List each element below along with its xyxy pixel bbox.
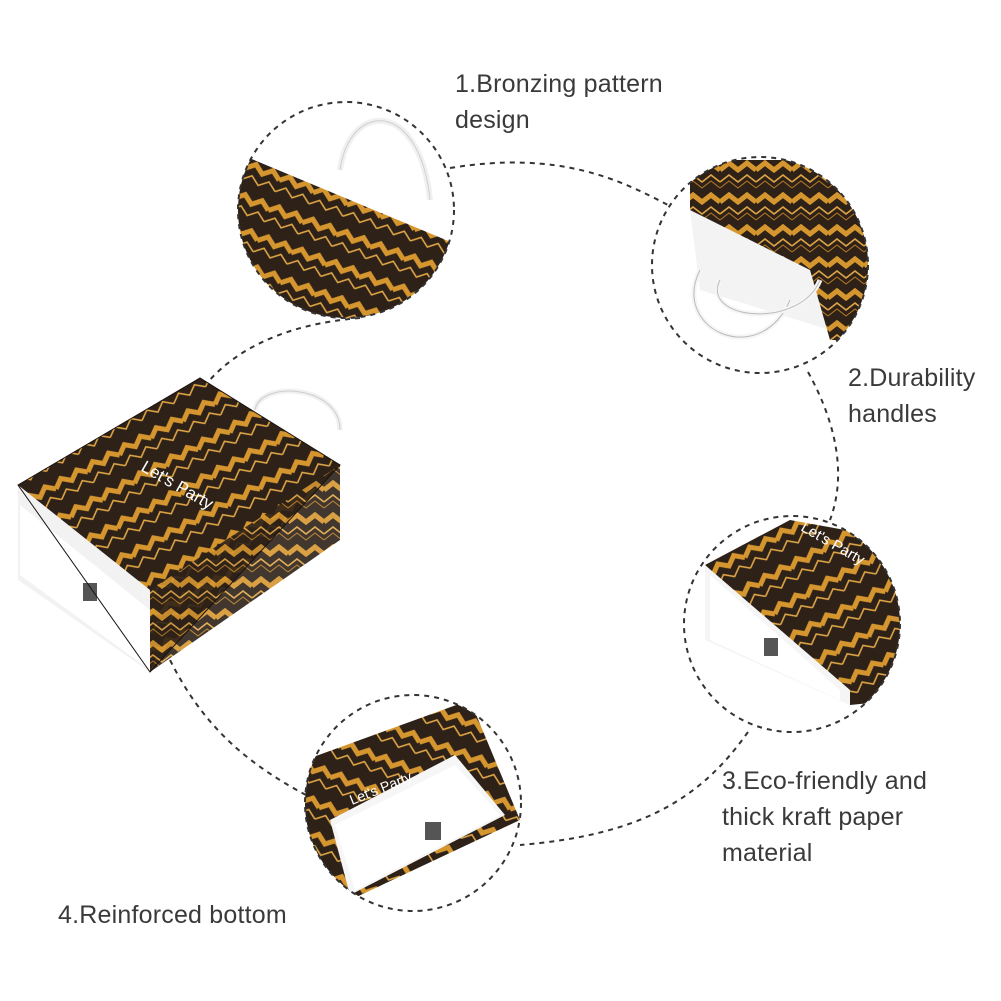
feature-4-line-1: 4.Reinforced bottom <box>58 901 287 929</box>
detail-circle-2 <box>651 156 869 374</box>
feature-3-line-3: material <box>722 839 813 867</box>
feature-label-reinforced: 4.Reinforced bottom <box>58 897 287 933</box>
detail-kraft-paper: Let's Party <box>684 516 900 732</box>
feature-2-line-1: 2.Durability <box>848 364 976 392</box>
detail-reinforced-bottom: Let's Party <box>305 695 521 911</box>
feature-label-durability: 2.Durability handles <box>848 360 975 432</box>
feature-label-bronzing: 1.Bronzing pattern design <box>455 66 663 138</box>
feature-3-line-2: thick kraft paper <box>722 803 904 831</box>
detail-durability-handles <box>652 157 868 373</box>
connector-dashed-arc <box>169 161 840 846</box>
feature-label-eco-friendly: 3.Eco-friendly and thick kraft paper mat… <box>722 763 927 871</box>
feature-1-line-1: 1.Bronzing pattern <box>455 70 663 98</box>
feature-1-line-2: design <box>455 106 530 134</box>
main-bag: Let's Party <box>17 377 343 673</box>
detail-bronzing-pattern <box>238 102 454 318</box>
detail-circle-1 <box>237 101 455 319</box>
detail-circle-3 <box>683 515 901 733</box>
main-bag-barcode <box>83 583 97 601</box>
feature-2-line-2: handles <box>848 400 937 428</box>
feature-3-line-1: 3.Eco-friendly and <box>722 767 928 795</box>
detail-circle-4 <box>304 694 522 912</box>
